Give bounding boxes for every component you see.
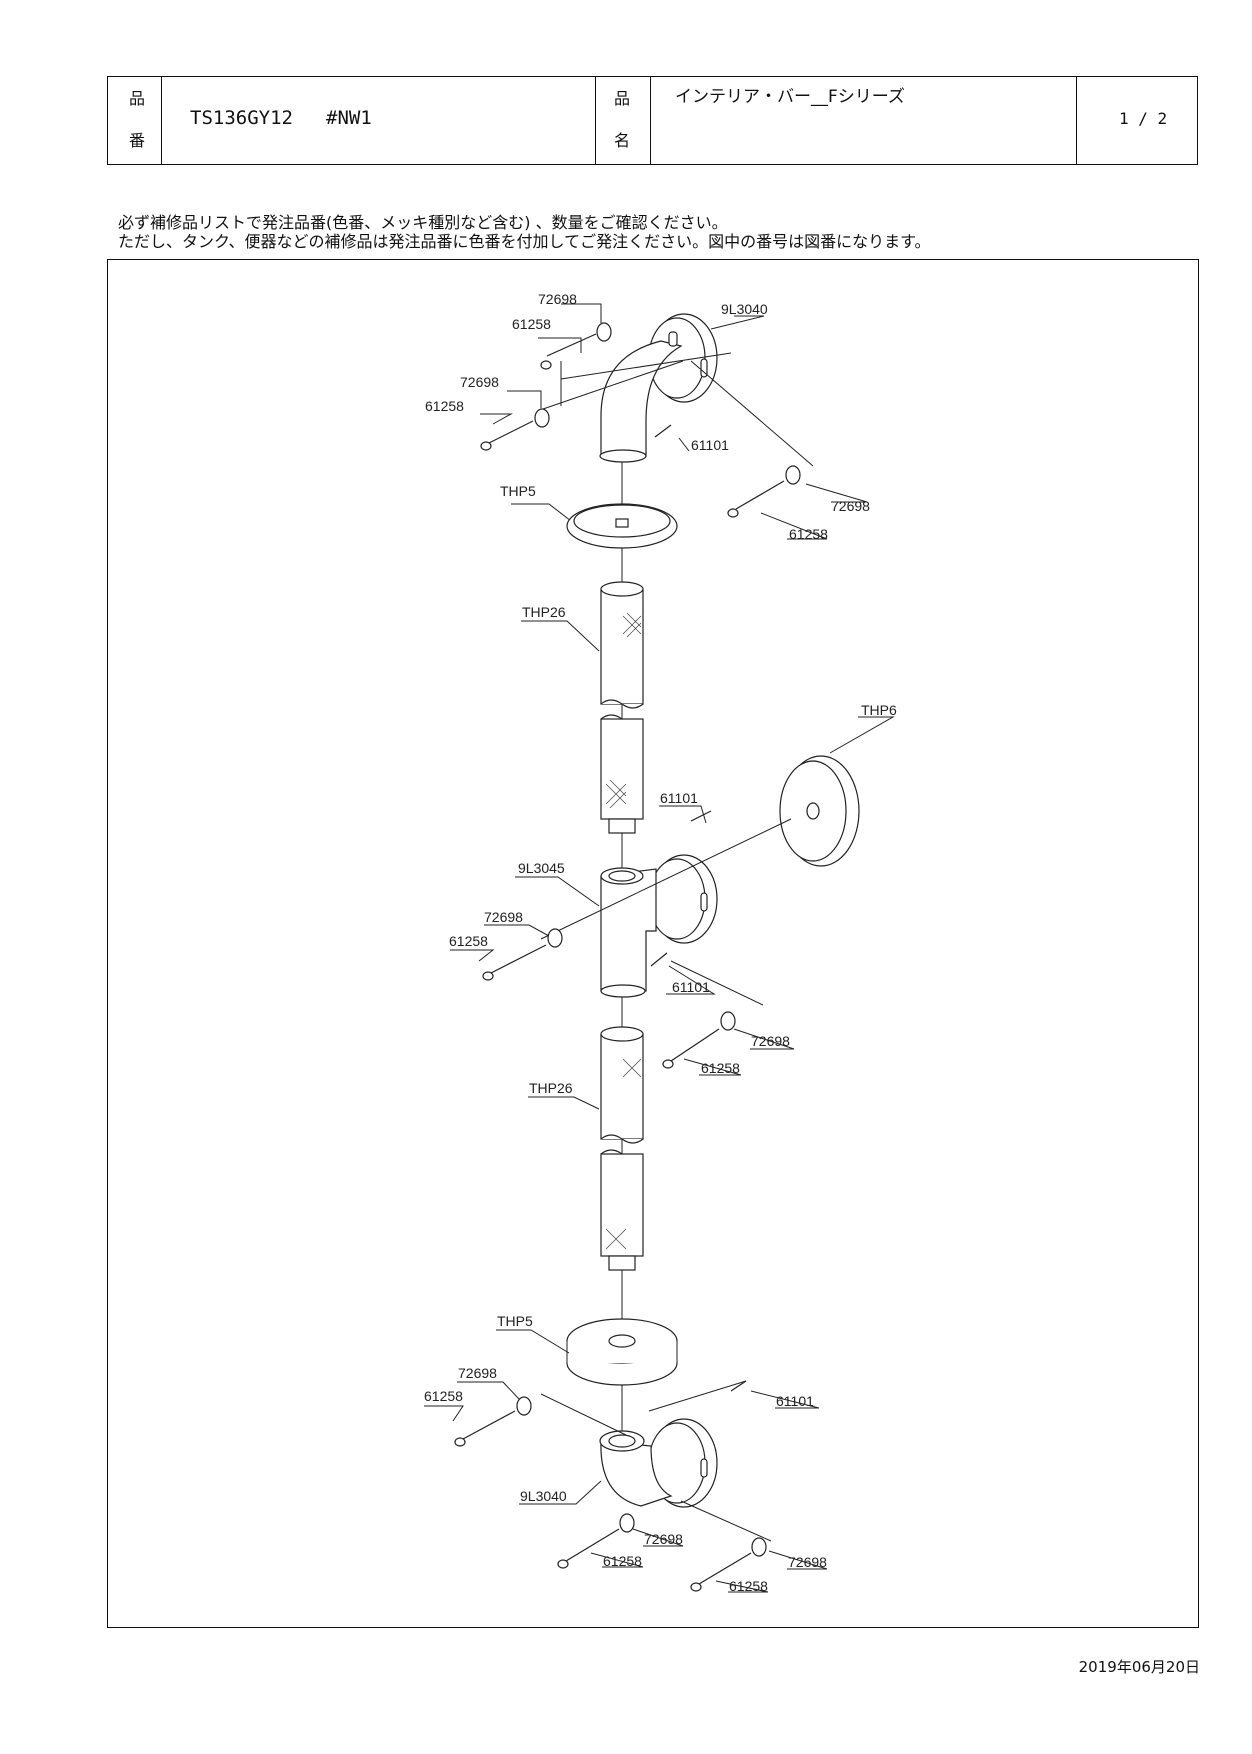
- tee-9l3045: [600, 854, 718, 998]
- label-72698: 72698: [484, 909, 523, 925]
- label-9l3040-top: 9L3040: [721, 301, 768, 317]
- label-61258: 61258: [449, 933, 488, 949]
- bracket-bottom-part: [599, 1418, 718, 1508]
- cover-thp5-top: [566, 503, 678, 549]
- set-screw-61101: [654, 424, 672, 438]
- notice-line-2: ただし、タンク、便器などの補修品は発注品番に色番を付加してご発注ください。図中の…: [118, 232, 931, 251]
- label-72698: 72698: [831, 498, 870, 514]
- washer-72698: [751, 1537, 767, 1557]
- screw-61258: [482, 971, 494, 981]
- set-screw-61101: [730, 1380, 747, 1392]
- label-72698: 72698: [538, 291, 577, 307]
- screw-61258: [727, 508, 739, 518]
- set-screw-61101: [690, 810, 712, 822]
- notice-line-1: 必ず補修品リストで発注品番(色番、メッキ種別など含む) 、数量をご確認ください。: [118, 213, 728, 232]
- label-61258: 61258: [603, 1553, 642, 1569]
- label-thp26-upper: THP26: [522, 604, 566, 620]
- label-61101: 61101: [691, 437, 729, 453]
- label-thp5-bottom: THP5: [497, 1313, 533, 1329]
- washer-72698: [596, 322, 612, 342]
- washer-72698: [534, 408, 550, 428]
- product-number: TS136GY12: [190, 107, 293, 129]
- label-72698: 72698: [788, 1554, 827, 1570]
- screw-61258: [690, 1582, 702, 1592]
- label-61258: 61258: [425, 398, 464, 414]
- screw-61258: [540, 360, 552, 370]
- issue-date: 2019年06月20日: [1078, 1658, 1200, 1676]
- label-61258: 61258: [789, 526, 828, 542]
- label-61101: 61101: [672, 979, 710, 995]
- header-table: 品 番 TS136GY12 #NW1 品 名 インテリア・バー__Fシリーズ 1…: [107, 76, 1198, 165]
- label-72698: 72698: [751, 1033, 790, 1049]
- product-name: インテリア・バー__Fシリーズ: [675, 87, 905, 107]
- set-screw-61101: [650, 952, 668, 967]
- washer-72698: [720, 1011, 736, 1031]
- label-9l3045: 9L3045: [518, 860, 565, 876]
- label-thp26-lower: THP26: [529, 1080, 573, 1096]
- label-61258: 61258: [512, 316, 551, 332]
- label-61258: 61258: [424, 1388, 463, 1404]
- label-72698: 72698: [460, 374, 499, 390]
- screw-61258: [480, 441, 492, 451]
- label-9l3040-bottom: 9L3040: [520, 1488, 567, 1504]
- pipe-thp26-lower: [600, 1026, 644, 1271]
- label-61258: 61258: [701, 1060, 740, 1076]
- washer-72698: [547, 928, 563, 948]
- screw-61258: [454, 1437, 466, 1447]
- product-name-label-top: 品: [614, 89, 631, 108]
- pipe-thp26-upper: [600, 581, 644, 834]
- washer-72698: [785, 465, 801, 485]
- cover-thp6: [779, 755, 860, 867]
- cover-thp5-bottom: [566, 1318, 678, 1386]
- label-72698: 72698: [458, 1365, 497, 1381]
- label-thp5-top: THP5: [500, 483, 536, 499]
- label-thp6: THP6: [861, 702, 897, 718]
- screw-61258: [662, 1059, 674, 1069]
- diagram-frame: 72698 61258 9L3040 72698 61258 61101 726…: [107, 259, 1199, 1628]
- page-number: 1 / 2: [1119, 109, 1168, 128]
- label-61101: 61101: [660, 790, 698, 806]
- color-code: #NW1: [326, 107, 372, 129]
- product-name-label-bottom: 名: [614, 131, 631, 150]
- product-number-label-bottom: 番: [129, 131, 146, 150]
- washer-72698: [516, 1396, 532, 1416]
- washer-72698: [619, 1513, 635, 1533]
- label-61258: 61258: [729, 1578, 768, 1594]
- screw-61258: [557, 1559, 569, 1569]
- exploded-parts-diagram: 72698 61258 9L3040 72698 61258 61101 726…: [424, 291, 897, 1594]
- label-61101: 61101: [776, 1393, 814, 1409]
- product-number-label-top: 品: [129, 89, 146, 108]
- label-72698: 72698: [644, 1531, 683, 1547]
- bracket-top-part: [599, 313, 718, 463]
